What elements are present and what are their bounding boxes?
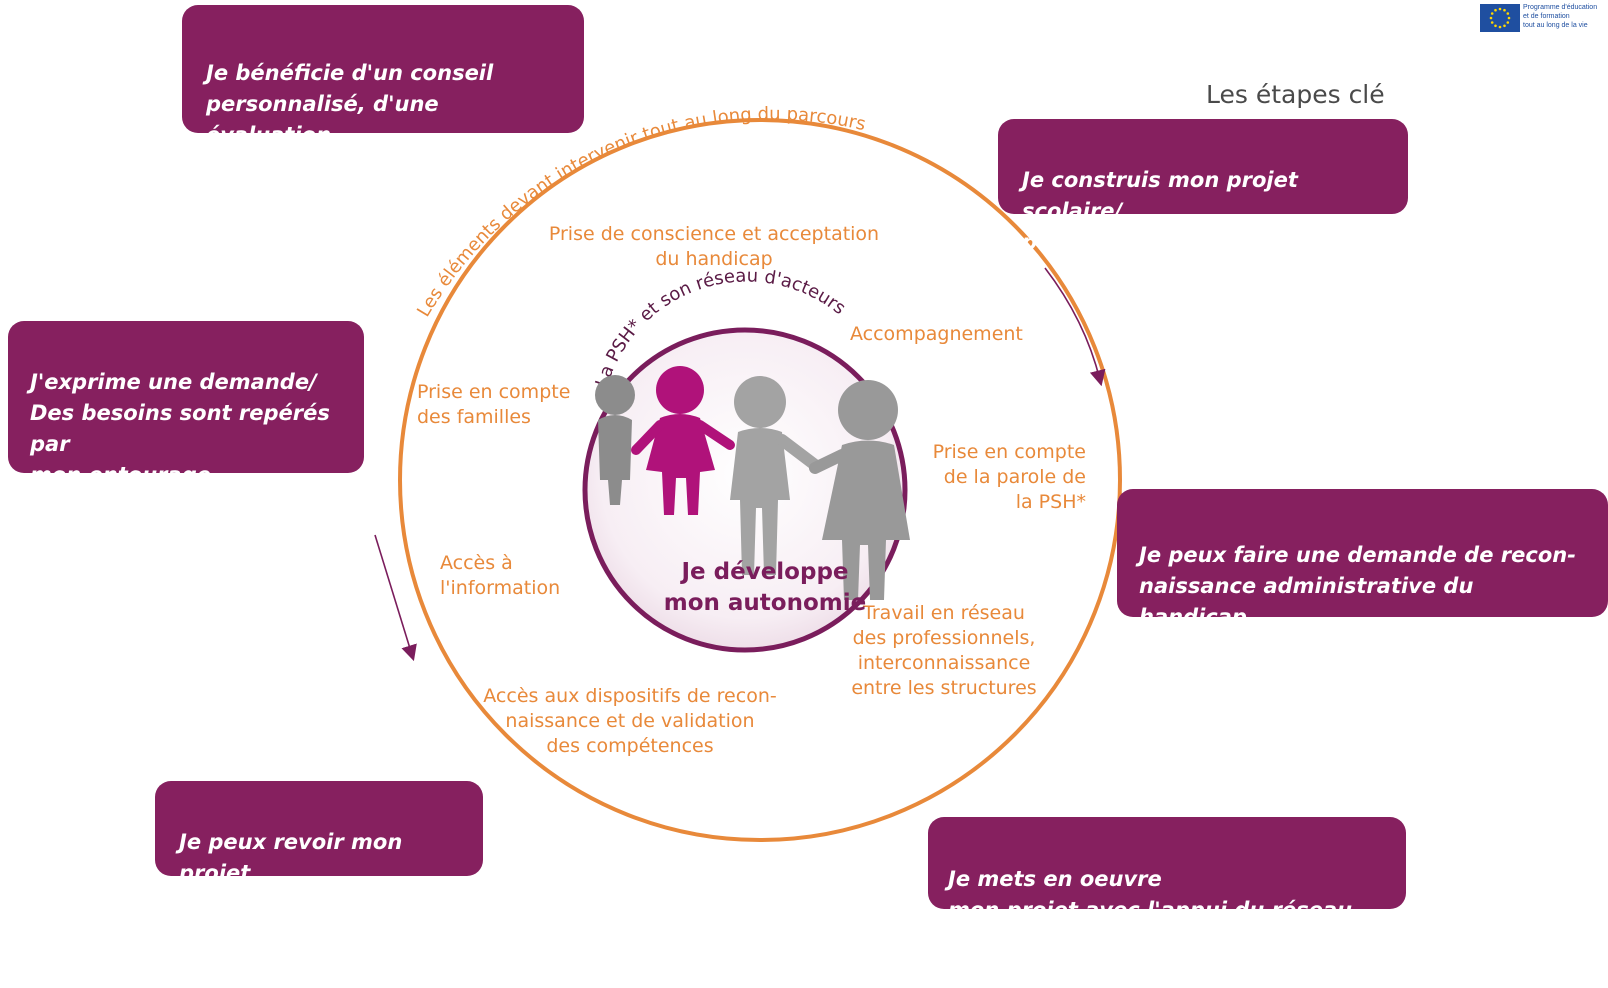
center-title: Je développe mon autonomie — [663, 559, 867, 616]
element-network: Travail en réseau des professionnels, in… — [851, 602, 1037, 699]
steps-heading: Les étapes clé — [1206, 80, 1385, 109]
people-illustration — [595, 366, 910, 600]
eu-flag-icon — [1480, 4, 1520, 32]
step-implement-box: Je mets en oeuvre mon projet avec l'appu… — [928, 817, 1406, 953]
step-project-box: Je construis mon projet scolaire/ person… — [998, 119, 1408, 254]
step-advice-box: Je bénéficie d'un conseil personnalisé, … — [182, 5, 584, 178]
logo-text: Programme d'éducation et de formation to… — [1523, 4, 1598, 29]
step-review-box: Je peux revoir mon projet tout au long d… — [155, 781, 483, 916]
element-information: Accès à l'information — [440, 552, 561, 599]
step-advice-text: Je bénéficie d'un conseil personnalisé, … — [206, 61, 494, 178]
step-recognition-text: Je peux faire une demande de recon- nais… — [1139, 543, 1576, 660]
step-review-text: Je peux revoir mon projet tout au long d… — [179, 830, 432, 916]
arrow-left — [374, 534, 417, 662]
eu-programme-logo: Programme d'éducation et de formation to… — [1480, 2, 1608, 34]
cycle-diagram: Les éléments devant intervenir tout au l… — [374, 104, 1122, 842]
step-recognition-box: Je peux faire une demande de recon- nais… — [1117, 489, 1608, 660]
arrow-top-right — [1044, 267, 1106, 387]
element-support: Accompagnement — [850, 323, 1023, 345]
step-project-text: Je construis mon projet scolaire/ person… — [1022, 168, 1309, 254]
element-awareness: Prise de conscience et acceptation du ha… — [548, 223, 880, 270]
step-request-box: J'exprime une demande/ Des besoins sont … — [8, 321, 364, 549]
step-implement-text: Je mets en oeuvre mon projet avec l'appu… — [948, 867, 1353, 953]
outer-ring — [398, 118, 1122, 842]
step-request-text: J'exprime une demande/ Des besoins sont … — [30, 370, 330, 549]
element-recognition-access: Accès aux dispositifs de recon- naissanc… — [483, 685, 777, 757]
element-voice: Prise en compte de la parole de la PSH* — [932, 441, 1086, 513]
element-families: Prise en compte des familles — [417, 381, 571, 428]
